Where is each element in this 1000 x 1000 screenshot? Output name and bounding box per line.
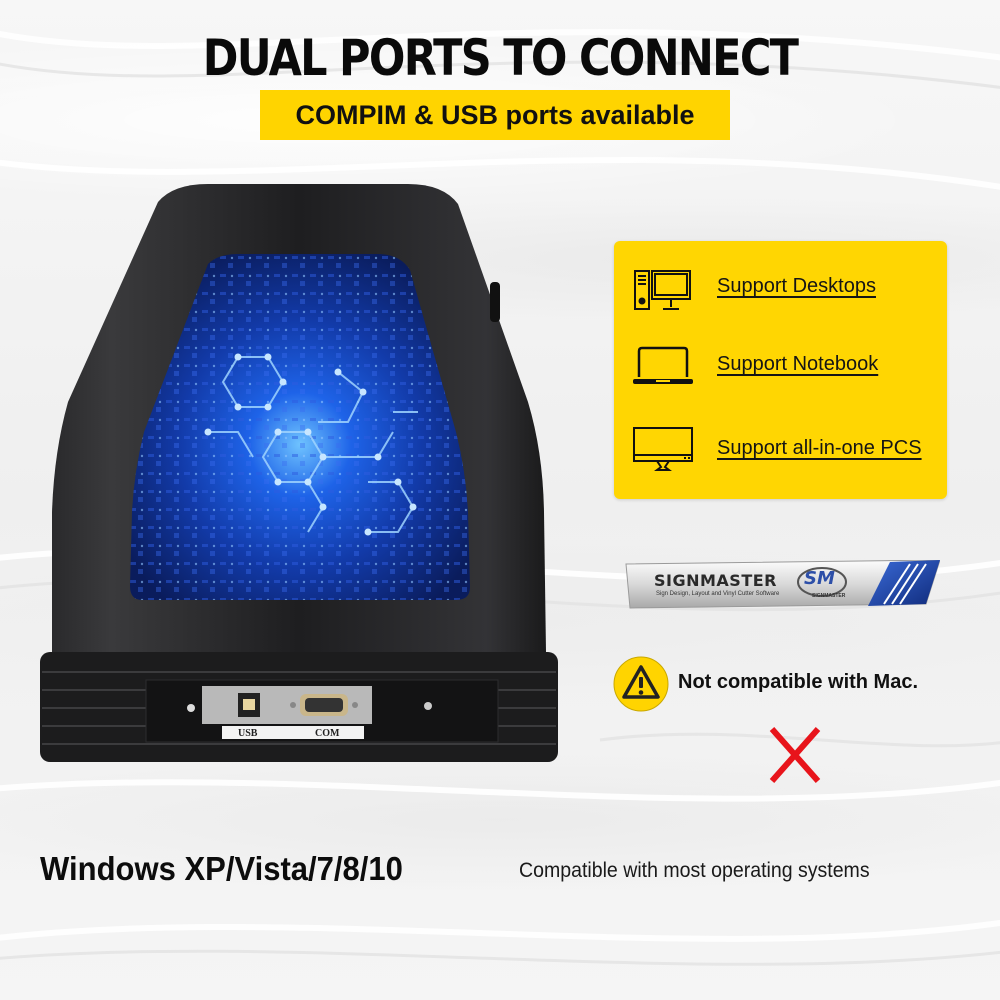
support-desktops-label: Support Desktops [717, 275, 876, 297]
usb-port-label: USB [238, 728, 258, 739]
warning-triangle-icon [613, 656, 669, 712]
signmaster-logo: SIGNMASTER Sign Design, Layout and Vinyl… [622, 560, 940, 610]
support-item-all-in-one: Support all-in-one PCS [614, 423, 947, 483]
desktop-computer-icon [634, 270, 691, 310]
laptop-icon [633, 346, 693, 384]
os-caption: Compatible with most operating systems [519, 859, 870, 882]
subheadline-banner: COMPIM & USB ports available [260, 90, 730, 140]
signmaster-tagline: Sign Design, Layout and Vinyl Cutter Sof… [656, 591, 780, 597]
support-all-in-one-label: Support all-in-one PCS [717, 437, 922, 459]
support-item-notebook: Support Notebook [614, 339, 947, 399]
mac-warning-text: Not compatible with Mac. [678, 671, 919, 693]
cutter-device-image: USB COM [38, 182, 560, 764]
support-notebook-label: Support Notebook [717, 353, 879, 375]
os-title: Windows XP/Vista/7/8/10 [40, 850, 403, 887]
headline: DUAL PORTS TO CONNECT [202, 29, 799, 87]
signmaster-badge: SM [804, 568, 835, 589]
all-in-one-monitor-icon [633, 427, 693, 471]
com-port-label: COM [315, 728, 340, 739]
red-x-icon [769, 727, 821, 783]
support-card: Support Desktops Support Notebook Suppor… [614, 241, 947, 499]
signmaster-title: SIGNMASTER [654, 571, 777, 590]
support-item-desktops: Support Desktops [614, 261, 947, 321]
signmaster-badge-sub: SIGNMASTER [812, 593, 846, 599]
